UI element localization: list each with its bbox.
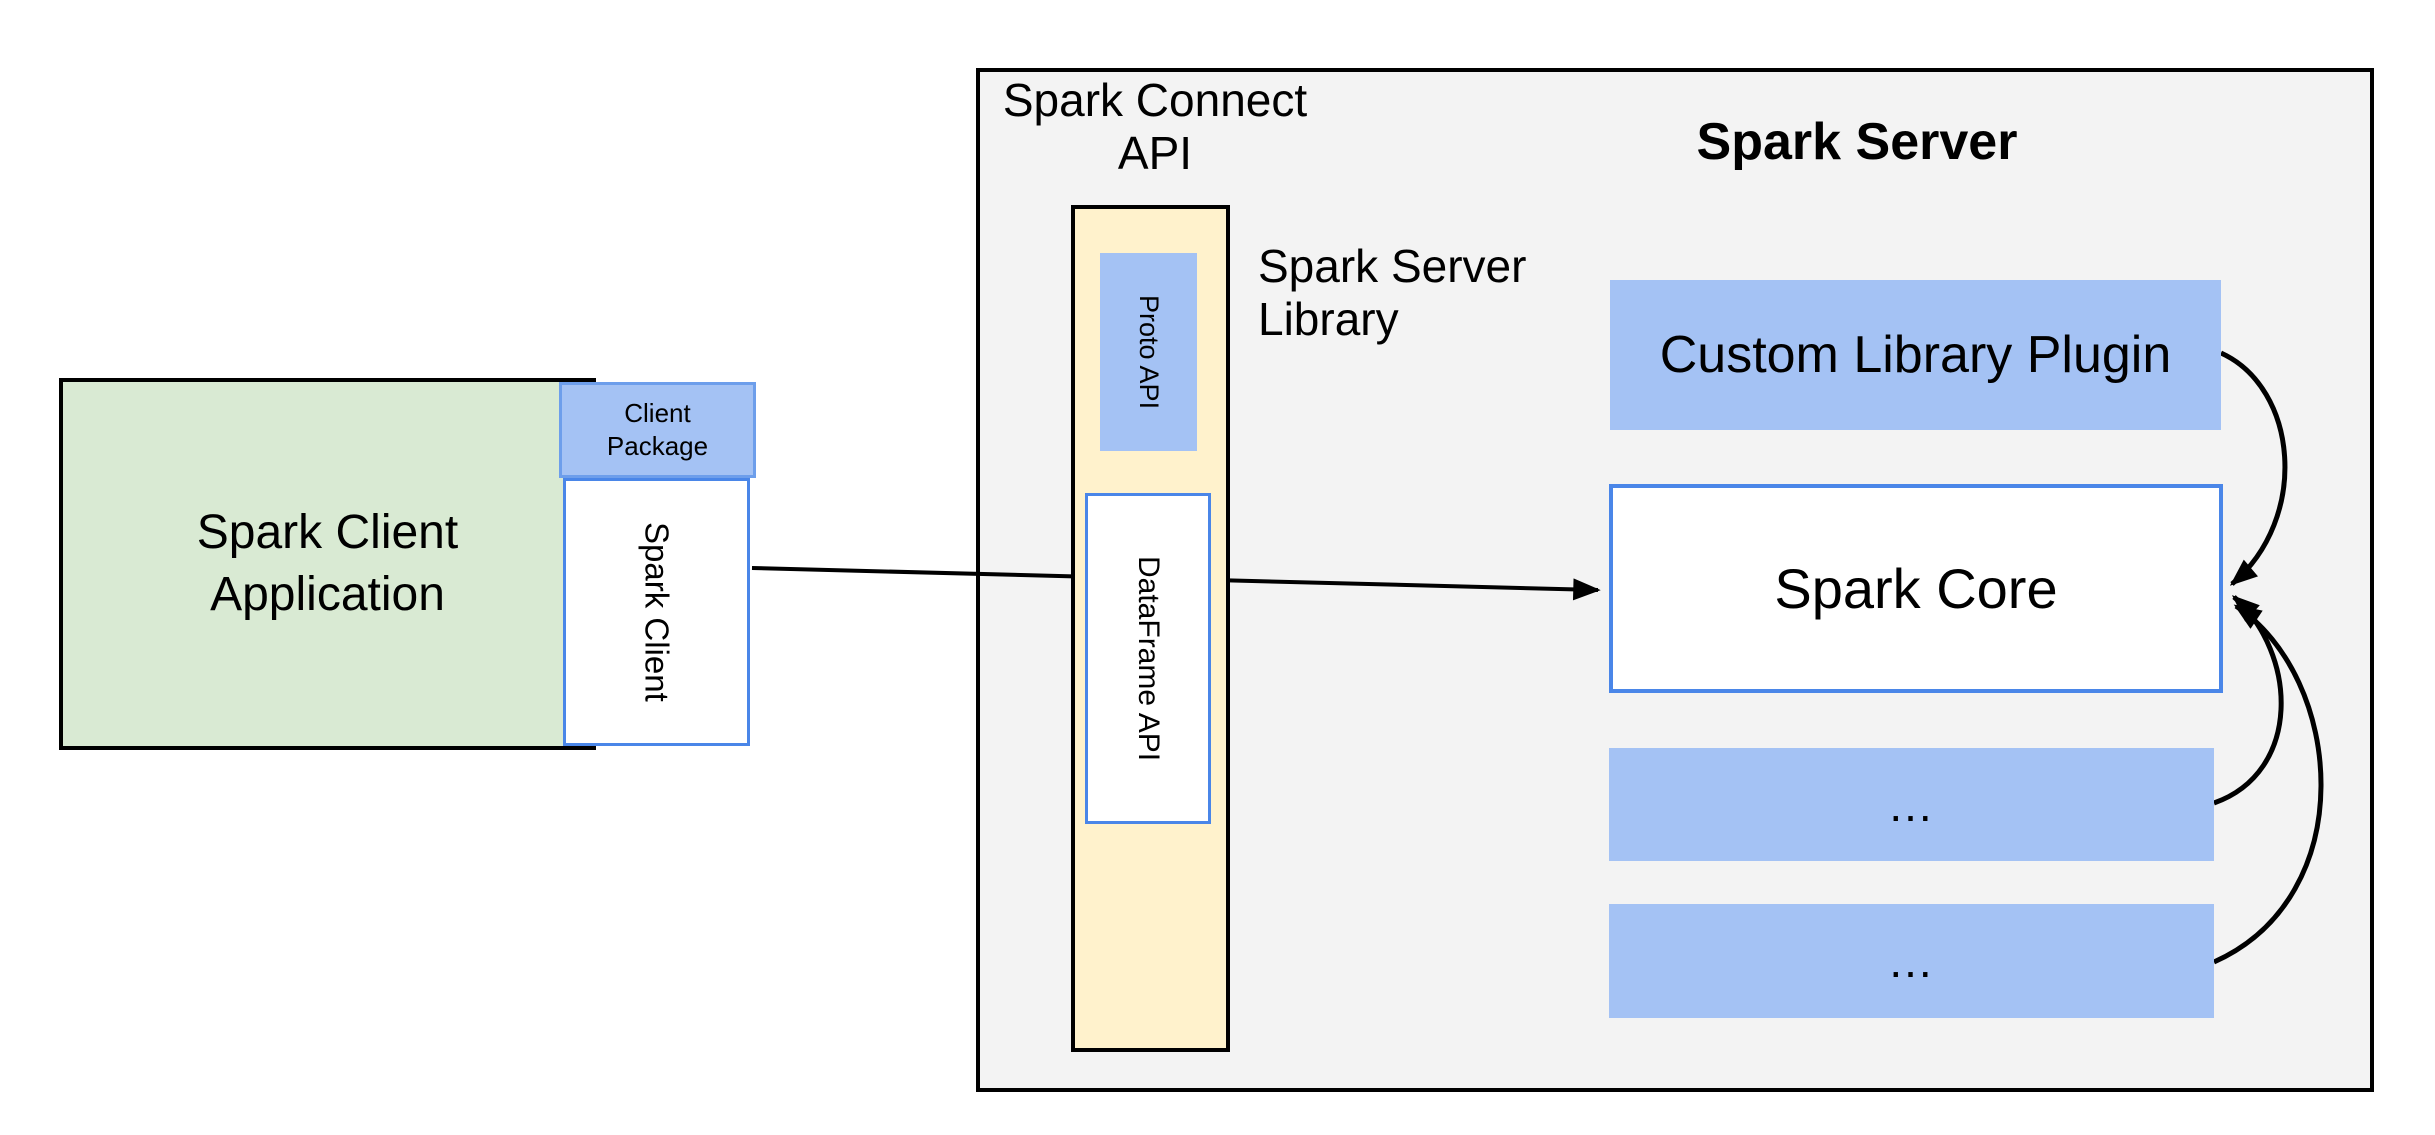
spark-client-application-box: Spark Client Application	[59, 378, 596, 750]
spark-client-application-label: Spark Client Application	[196, 506, 459, 621]
spark-connect-api-label: Spark Connect API	[1002, 74, 1308, 179]
spark-client-label: Spark Client	[638, 522, 676, 702]
client-package-box: Client Package	[559, 382, 756, 478]
custom-library-plugin-label: Custom Library Plugin	[1659, 326, 2172, 384]
dataframe-api-box: DataFrame API	[1085, 493, 1211, 824]
spark-server-library-label: Spark Server Library	[1258, 240, 1527, 345]
spark-core-box: Spark Core	[1609, 484, 2223, 693]
client-package-label: Client Package	[606, 398, 709, 461]
ellipsis-box-2: ...	[1609, 904, 2214, 1018]
proto-api-label: Proto API	[1134, 294, 1164, 410]
spark-core-label: Spark Core	[1774, 557, 2058, 620]
custom-library-plugin-box: Custom Library Plugin	[1610, 280, 2221, 430]
ellipsis-box-1: ...	[1609, 748, 2214, 861]
spark-server-title: Spark Server	[1696, 113, 2018, 171]
dataframe-api-label: DataFrame API	[1132, 555, 1165, 762]
proto-api-box: Proto API	[1100, 253, 1197, 451]
ellipsis-label-1: ...	[1889, 778, 1934, 831]
spark-client-box: Spark Client	[563, 478, 750, 746]
ellipsis-label-2: ...	[1889, 935, 1934, 987]
